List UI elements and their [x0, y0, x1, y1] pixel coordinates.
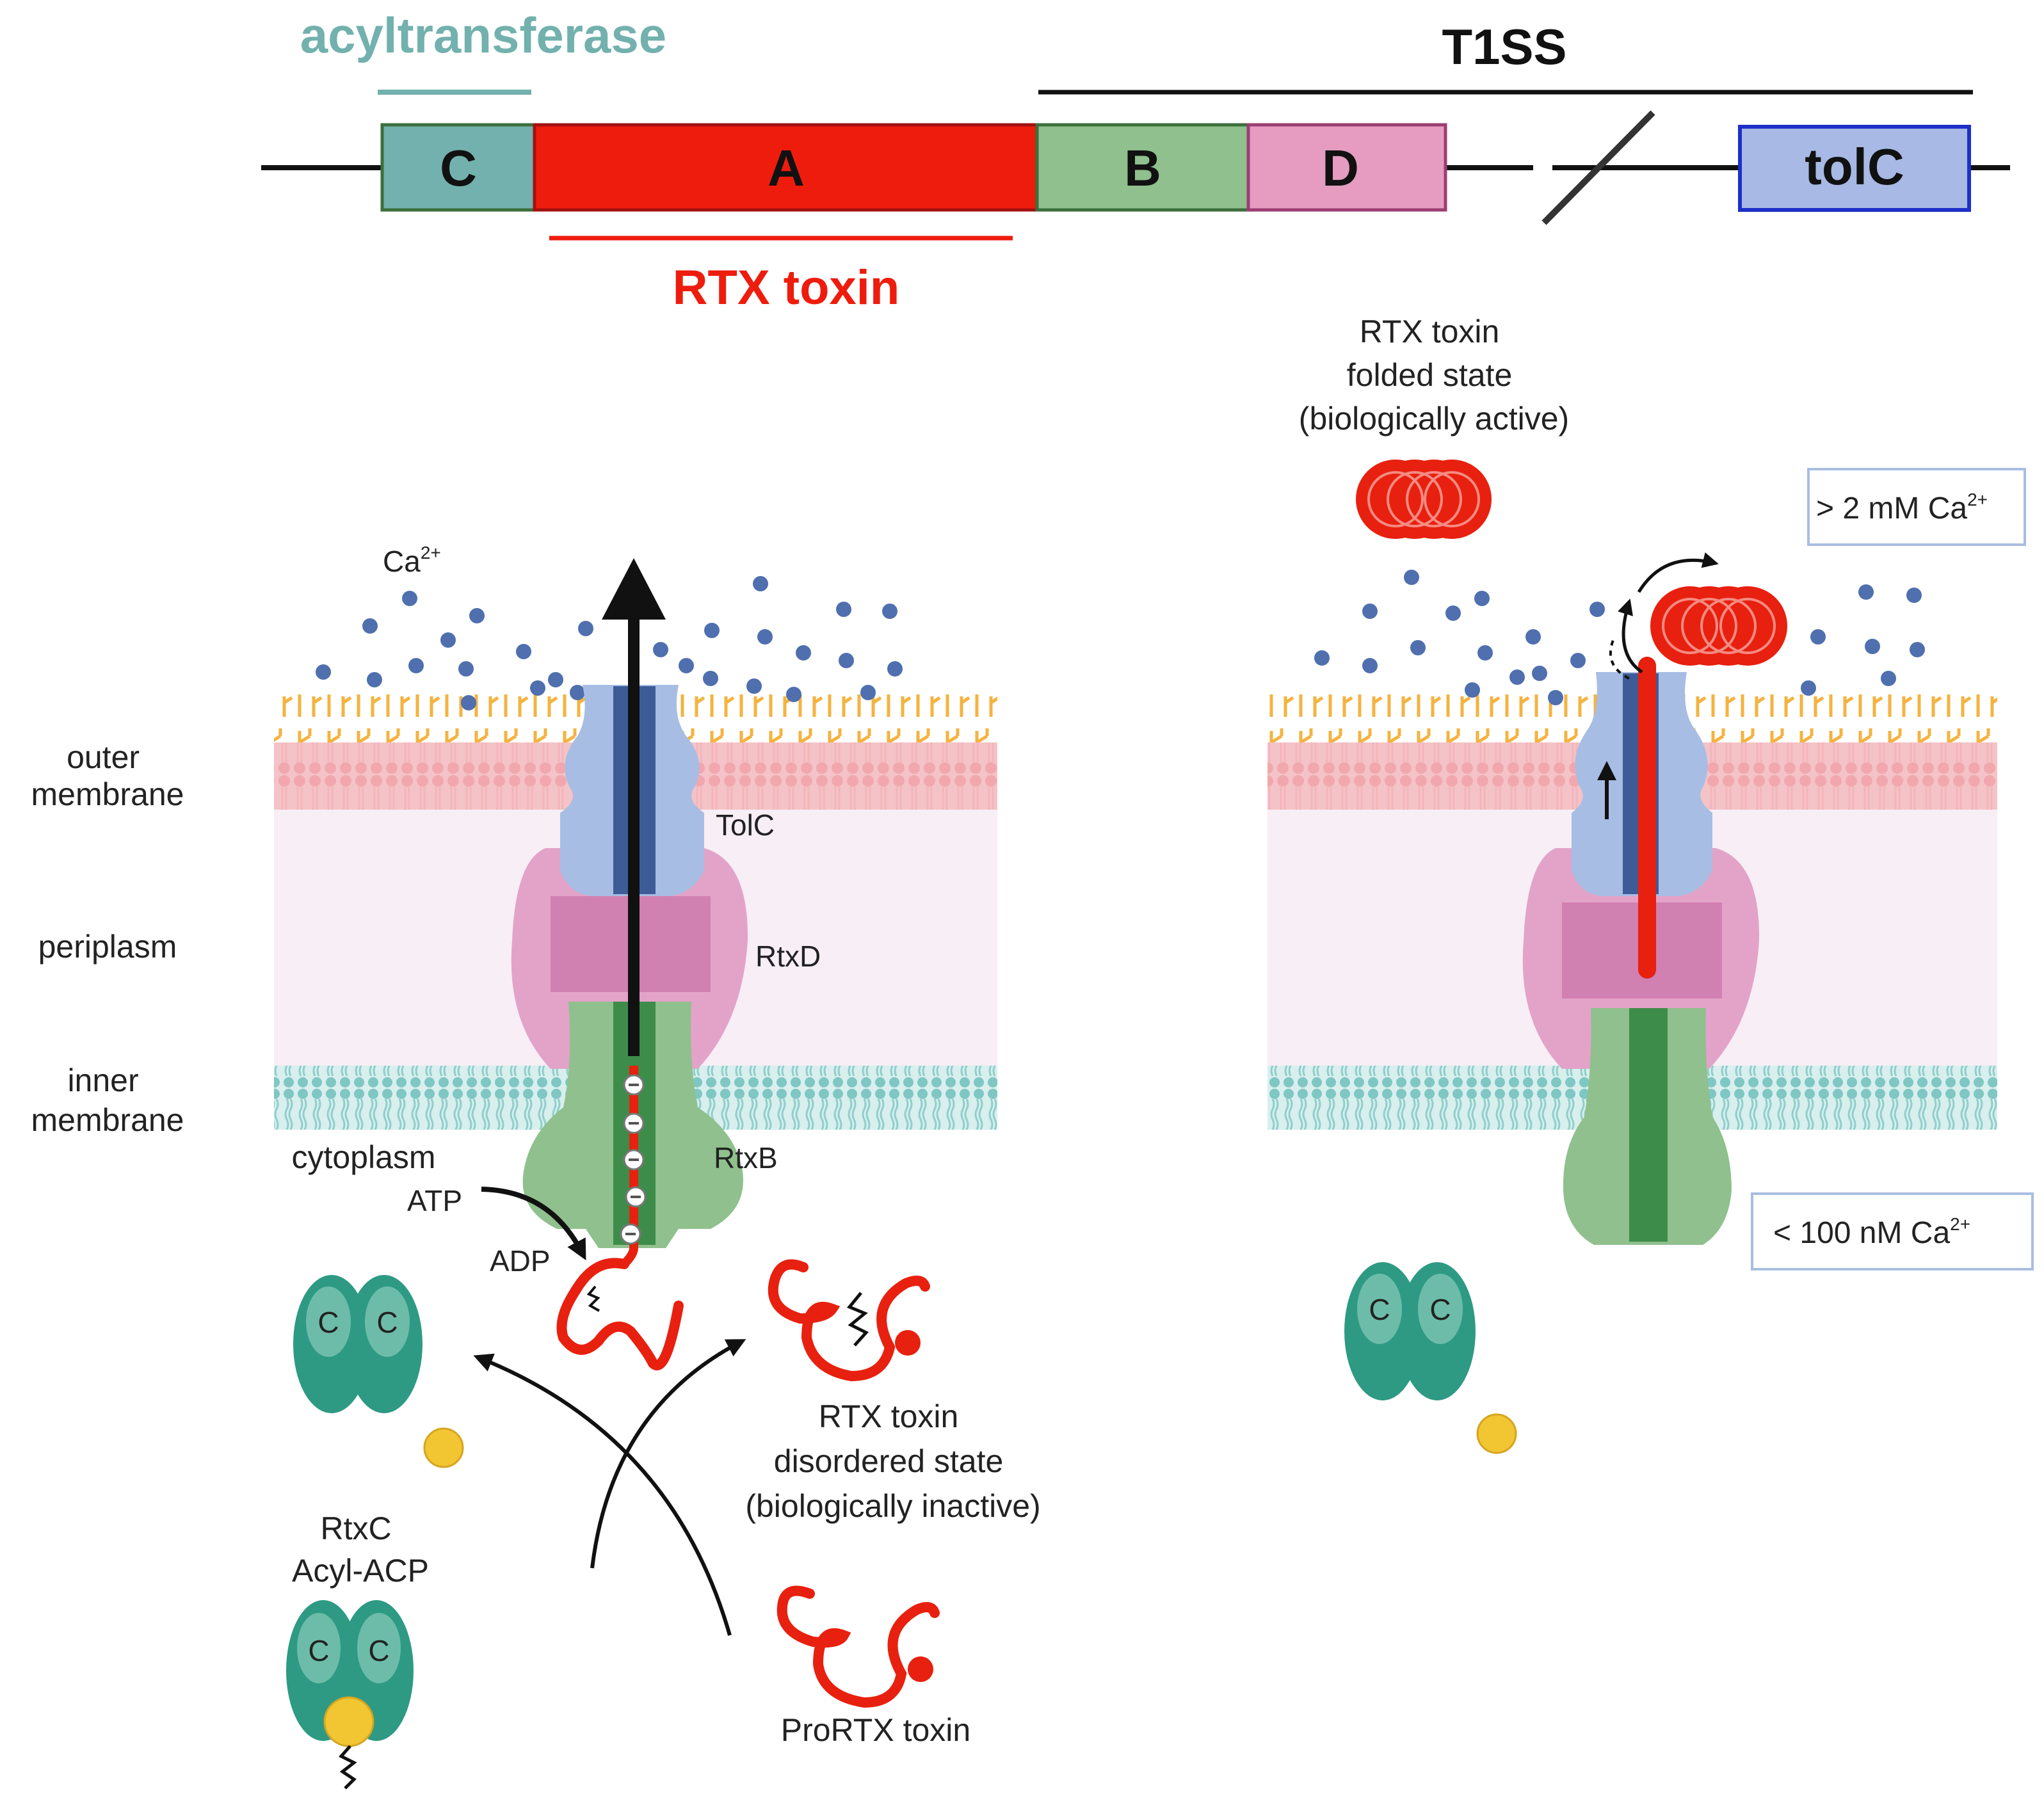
right-calcium-ions: [1314, 570, 1925, 705]
t1ss-label: T1SS: [1442, 19, 1566, 75]
adp-label: ADP: [490, 1244, 551, 1278]
folding-arrow-2: [1637, 552, 1719, 593]
prortx-toxin: [777, 1585, 940, 1708]
disordered-state-label: RTX toxin disordered state (biologically…: [745, 1398, 1040, 1524]
operon-map: acyltransferase T1SS C A B D tolC RTX to…: [261, 7, 2010, 315]
calcium-label: Ca2+: [383, 543, 441, 578]
right-free-acp-ball: [1476, 1413, 1517, 1454]
atp-hydrolysis-arrow: [481, 1187, 586, 1261]
gene-d-label: D: [1322, 140, 1359, 196]
emerging-toxin: [556, 1258, 684, 1370]
rtxc-subunit-label-2: C: [368, 1634, 389, 1667]
periplasm-label: periplasm: [38, 929, 177, 965]
folded-state-label: RTX toxin folded state (biologically act…: [1299, 314, 1569, 437]
acyltransferase-subunit-label-1: C: [318, 1306, 339, 1339]
high-calcium-label: > 2 mM Ca2+: [1816, 490, 1988, 525]
gene-tolc-label: tolC: [1805, 138, 1904, 195]
atp-label: ATP: [407, 1184, 462, 1217]
activation-arrow: [590, 1339, 746, 1569]
rtxd-label: RtxD: [755, 940, 821, 973]
right-subunit-label-2: C: [1429, 1293, 1451, 1326]
outer-membrane-label: outer membrane: [31, 739, 184, 812]
right-subunit-label-1: C: [1369, 1293, 1390, 1326]
acyltransferase-dimer: C C: [293, 1275, 422, 1413]
free-acp-ball: [423, 1427, 464, 1468]
folding-arrow-3: [1609, 639, 1630, 680]
left-panel: outer membrane periplasm inner membrane …: [31, 543, 1041, 1790]
acyl-acp-ball: [323, 1696, 374, 1747]
tolc-label: TolC: [716, 808, 775, 842]
gene-c-label: C: [440, 140, 477, 196]
left-calcium-ions: [316, 576, 903, 710]
gene-d-box: [1246, 123, 1447, 212]
acyltransferase-label: acyltransferase: [300, 7, 666, 63]
right-panel: RTX toxin folded state (biologically act…: [1267, 314, 2034, 1454]
right-acyltransferase-dimer: C C: [1344, 1262, 1476, 1400]
folding-arrow-1: [1618, 598, 1643, 674]
gene-b-box: [1035, 123, 1250, 212]
folded-toxin-coil: [1356, 460, 1492, 539]
emerging-toxin-acyl-chain: [586, 1285, 600, 1312]
rtxc-subunit-label-1: C: [308, 1634, 329, 1667]
gene-b-label: B: [1124, 140, 1161, 196]
rtxb-label: RtxB: [714, 1141, 778, 1174]
low-calcium-box: < 100 nM Ca2+: [1751, 1192, 2034, 1270]
gene-a-label: A: [768, 140, 805, 196]
negative-charge-beads: [620, 1074, 647, 1245]
high-calcium-box: > 2 mM Ca2+: [1807, 468, 2026, 546]
rtx-toxin-operon-label: RTX toxin: [673, 260, 900, 315]
inner-membrane-label: inner membrane: [31, 1062, 184, 1138]
gene-tolc-box: [1738, 125, 1971, 212]
right-rtxb-protein: [1563, 1008, 1732, 1245]
rtxc-label: RtxC Acyl-ACP: [292, 1511, 429, 1589]
cytoplasm-label: cytoplasm: [291, 1139, 435, 1175]
gene-a-box: [533, 123, 1039, 212]
folding-toxin-coil: [1650, 586, 1787, 666]
acyltransferase-subunit-label-2: C: [376, 1306, 398, 1339]
acyl-chain: [338, 1745, 357, 1790]
prortx-label: ProRTX toxin: [781, 1712, 970, 1748]
dna-break-mark: [1541, 110, 1655, 225]
disordered-acylated-toxin: [768, 1259, 930, 1382]
rtxc-acyl-acp-complex: C C: [286, 1600, 414, 1790]
acyl-transfer-arrow: [473, 1353, 732, 1636]
export-arrowhead: [602, 558, 666, 620]
low-calcium-label: < 100 nM Ca2+: [1773, 1214, 1970, 1250]
